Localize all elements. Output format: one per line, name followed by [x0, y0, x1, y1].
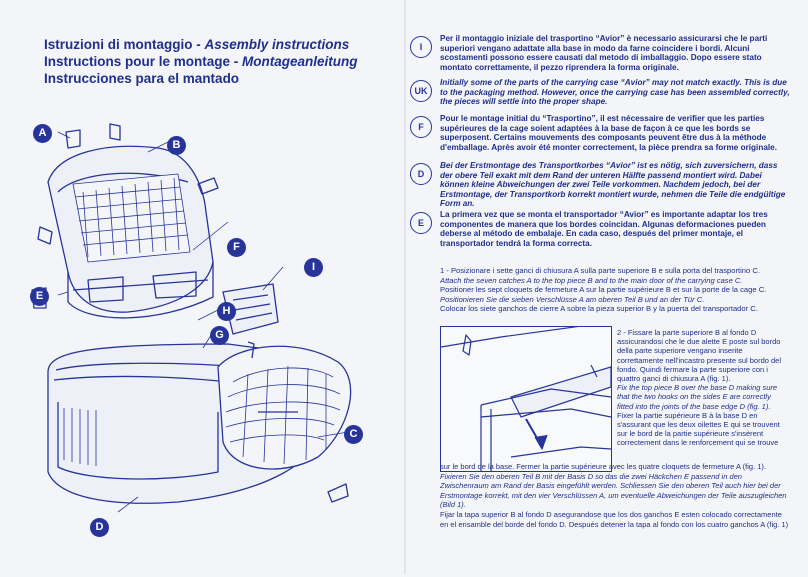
carrier-drawing — [31, 123, 352, 513]
lang-badge-d: D — [410, 163, 432, 185]
title-italian: Istruzioni di montaggio - — [44, 37, 205, 52]
lang-text-spanish: La primera vez que se monta el transport… — [440, 210, 768, 248]
step-2-spanish: Fijar la tapa superior B al fondo D aseg… — [440, 509, 789, 529]
step-1-french: Positioner les sept cloquets de fermetur… — [440, 285, 767, 295]
callout-g: G — [210, 326, 229, 345]
figure-1-box — [440, 321, 612, 472]
step-1-italian: 1 - Posizionare i sette ganci di chiusur… — [440, 266, 760, 275]
callout-c: C — [344, 425, 363, 444]
lang-badge-e: E — [410, 212, 432, 234]
step-1-spanish: Colocar los siete ganchos de cierre A so… — [440, 304, 758, 314]
callout-d: D — [90, 518, 109, 537]
step-2-french-b: sur le bord de la base. Fermer la partie… — [440, 462, 767, 471]
callout-i: I — [304, 258, 323, 277]
step-2-english: Fix the top piece B over the base D maki… — [617, 383, 778, 411]
lang-badge-i: I — [410, 36, 432, 58]
step-1: 1 - Posizionare i sette ganci di chiusur… — [440, 266, 786, 314]
lang-text-english: Initially some of the parts of the carry… — [440, 78, 790, 107]
page-fold — [404, 0, 406, 574]
title-french: Instructions pour le montage - — [44, 54, 243, 69]
callout-e: E — [30, 287, 49, 306]
title-line-3: Instrucciones para el mantado — [44, 70, 384, 87]
callout-f: F — [227, 238, 246, 257]
lang-text-italian: Per il montaggio iniziale del trasportin… — [440, 34, 768, 72]
title-english: Assembly instructions — [204, 37, 350, 52]
lang-badge-uk: UK — [410, 80, 432, 102]
title-block: Istruzioni di montaggio - Assembly instr… — [44, 36, 384, 87]
callout-a: A — [33, 124, 52, 143]
title-line-2: Instructions pour le montage - Montagean… — [44, 53, 384, 70]
step-1-english: Attach the seven catches A to the top pi… — [440, 275, 743, 285]
step-2-column: 2 - Fissare la parte superiore B al fond… — [617, 328, 789, 448]
step-2-french-a: Fixer la partie supérieure B à la base D… — [617, 410, 780, 448]
title-german: Montageanleitung — [242, 54, 358, 69]
step-2-italian: 2 - Fissare la parte superiore B al fond… — [617, 328, 782, 384]
callout-h: H — [217, 302, 236, 321]
callout-b: B — [167, 136, 186, 155]
step-2-german: Fixieren Sie den oberen Teil B mit der B… — [440, 471, 787, 510]
figure-1-drawing — [440, 321, 612, 471]
title-line-1: Istruzioni di montaggio - Assembly instr… — [44, 36, 384, 53]
title-spanish: Instrucciones para el mantado — [44, 71, 240, 86]
step-1-german: Positionieren Sie die sieben Verschlüsse… — [440, 294, 705, 304]
lang-badge-f: F — [410, 116, 432, 138]
lang-text-french: Pour le montage initial du “Trasportino”… — [440, 114, 777, 152]
exploded-carrier-illustration — [28, 112, 398, 572]
lang-text-german: Bei der Erstmontage des Transportkorbes … — [440, 161, 786, 209]
step-2-continuation: sur le bord de la base. Fermer la partie… — [440, 462, 789, 529]
